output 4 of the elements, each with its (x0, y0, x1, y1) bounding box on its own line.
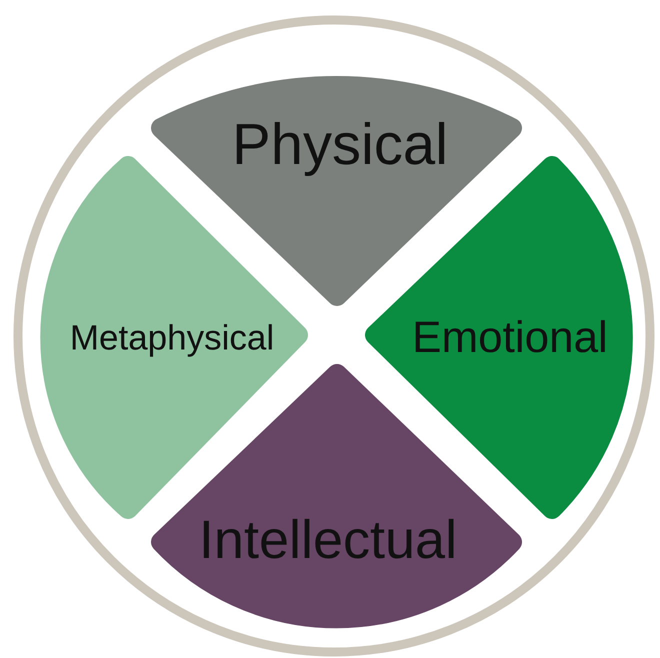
quadrant-label: Metaphysical (70, 320, 274, 356)
quadrant-label: Physical (232, 116, 448, 174)
quadrant-label: Intellectual (198, 513, 458, 567)
quadrant-label: Emotional (412, 316, 608, 360)
